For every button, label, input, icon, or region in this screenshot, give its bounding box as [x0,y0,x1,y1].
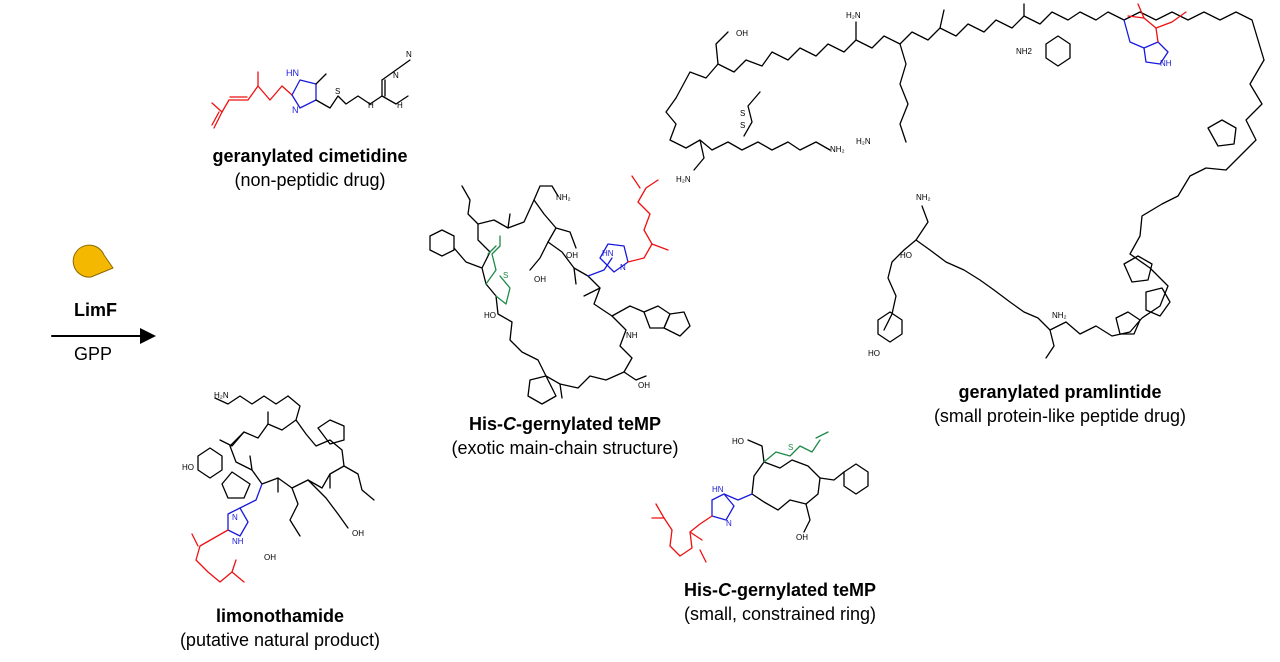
svg-text:S: S [788,443,793,452]
svg-text:OH: OH [638,381,650,390]
svg-text:HO: HO [868,349,880,358]
title-part: His- [468,414,503,434]
svg-text:S: S [740,109,745,118]
svg-text:OH: OH [566,251,578,260]
title-part: His- [683,580,718,600]
svg-text:OH: OH [264,553,276,562]
temp-small-structure: HO S OH HN N [651,431,869,563]
svg-text:HO: HO [732,437,744,446]
svg-text:NH₂: NH₂ [916,193,931,202]
caption-title: geranylated pramlintide [958,382,1162,402]
svg-text:OH: OH [534,275,546,284]
caption-pramlintide: geranylated pramlintide (small protein-l… [890,380,1230,428]
svg-text:N: N [393,71,399,80]
limf-enzyme-icon [72,244,114,278]
temp-exotic-structure: NH₂ OH OH S HN N [429,175,691,405]
caption-subtitle: (putative natural product) [179,630,381,650]
svg-text:HO: HO [484,311,496,320]
svg-text:NH: NH [232,537,244,546]
svg-text:N: N [620,263,626,272]
title-part: -gernylated teMP [515,414,662,434]
caption-subtitle: (small protein-like peptide drug) [933,406,1187,426]
svg-text:HN: HN [712,485,724,494]
caption-temp-small: His-C-gernylated teMP (small, constraine… [650,578,910,626]
svg-text:N: N [406,50,412,59]
caption-title: geranylated cimetidine [212,146,408,166]
cimetidine-structure: HN N S H N N H [211,50,412,129]
caption-temp-exotic: His-C-gernylated teMP (exotic main-chain… [420,412,710,460]
svg-text:NH: NH [626,331,638,340]
svg-text:H: H [368,101,374,110]
caption-subtitle: (exotic main-chain structure) [451,438,679,458]
svg-text:H₂N: H₂N [856,137,871,146]
svg-text:OH: OH [736,29,748,38]
svg-text:HN: HN [286,68,299,78]
title-italic-part: C [717,580,731,600]
cofactor-label: GPP [74,344,113,364]
svg-text:H₂N: H₂N [214,391,229,400]
title-italic-part: C [502,414,516,434]
svg-text:H₂N: H₂N [846,11,861,20]
svg-text:HO: HO [900,251,912,260]
svg-text:S: S [335,87,340,96]
title-part: -gernylated teMP [730,580,877,600]
pramlintide-structure: OH H₂N NH2 NH NH₂ H₂N [665,3,1265,359]
svg-text:N: N [292,105,299,115]
caption-cimetidine: geranylated cimetidine (non-peptidic dru… [190,144,430,192]
svg-text:NH₂: NH₂ [830,145,845,154]
svg-text:NH: NH [1160,59,1172,68]
svg-text:OH: OH [796,533,808,542]
svg-text:OH: OH [352,529,364,538]
svg-text:N: N [726,519,732,528]
caption-title: limonothamide [215,606,344,626]
caption-title: His-C-gernylated teMP [650,578,910,602]
svg-text:HO: HO [182,463,194,472]
enzyme-label: LimF [74,300,117,320]
svg-text:H: H [397,101,403,110]
svg-text:S: S [740,121,745,130]
caption-title: His-C-gernylated teMP [420,412,710,436]
reaction-arrow [51,328,156,344]
svg-text:S: S [503,271,508,280]
svg-text:N: N [232,513,238,522]
svg-text:NH2: NH2 [1016,47,1033,56]
caption-limonothamide: limonothamide (putative natural product) [150,604,410,652]
svg-text:NH₂: NH₂ [1052,311,1067,320]
caption-subtitle: (non-peptidic drug) [234,170,386,190]
svg-text:HN: HN [602,249,614,258]
svg-text:H₂N: H₂N [676,175,691,184]
svg-text:NH₂: NH₂ [556,193,571,202]
caption-subtitle: (small, constrained ring) [683,604,877,624]
limonothamide-structure: H₂N HO OH OH N NH [182,391,375,583]
